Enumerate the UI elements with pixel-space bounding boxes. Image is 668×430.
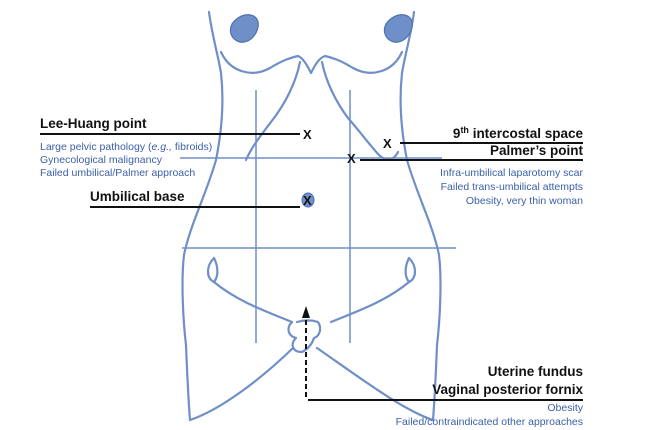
umbilical-title: Umbilical base [90,189,185,204]
intercostal-title: 9th intercostal space [453,125,584,141]
umbilical-label-group: Umbilical base [90,189,185,204]
lee-huang-label-group: Lee-Huang point Large pelvic pathology (… [40,116,212,179]
umbilicus-shape [301,192,315,208]
lee-huang-sub-3: Failed umbilical/Palmer approach [40,167,195,179]
uterine-label-group: Uterine fundus Vaginal posterior fornix … [396,364,584,428]
palmer-mark: X [347,151,356,166]
lee-huang-title: Lee-Huang point [40,116,147,131]
palmer-label-group: Palmer’s point Infra-umbilical laparotom… [440,143,583,207]
palmer-title: Palmer’s point [490,143,584,158]
arrow-up-icon [302,306,310,318]
lee-huang-sub-1: Large pelvic pathology (e.g., fibroids) [40,141,212,153]
intercostal-mark: X [383,136,392,151]
palmer-sub-3: Obesity, very thin woman [466,195,583,207]
breast-shapes [229,14,413,43]
uterine-title-1: Uterine fundus [488,364,583,379]
entry-marks: X X X X [303,127,392,208]
umbilical-mark: X [303,193,312,208]
uterine-title-2: Vaginal posterior fornix [432,382,583,397]
leader-lines [40,133,583,401]
intercostal-label-group: 9th intercostal space [453,125,584,141]
palmer-sub-1: Infra-umbilical laparotomy scar [440,167,583,179]
reference-grid [180,90,456,343]
palmer-sub-2: Failed trans-umbilical attempts [441,181,583,193]
torso-outline [181,10,442,422]
left-breast-shape [229,14,259,43]
lee-huang-sub-2: Gynecological malignancy [40,154,163,166]
lee-huang-mark: X [303,127,312,142]
right-breast-shape [383,14,413,43]
uterine-sub-2: Failed/contraindicated other approaches [396,416,583,428]
uterine-sub-1: Obesity [547,402,583,414]
